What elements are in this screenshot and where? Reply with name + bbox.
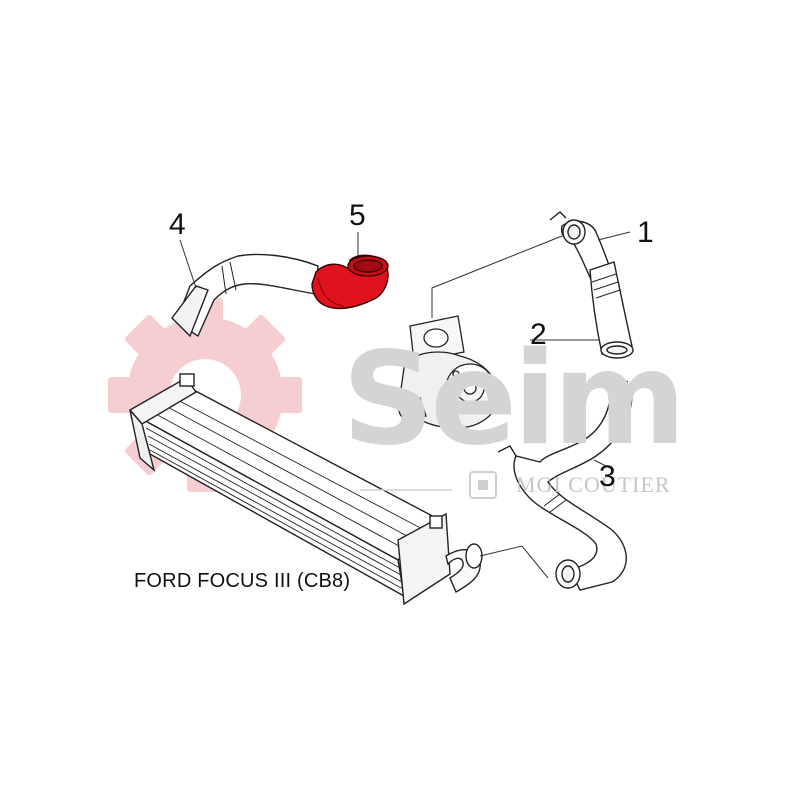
callout-1: 1 [637, 216, 654, 249]
leader-lines [179, 231, 631, 579]
callout-3: 3 [599, 460, 616, 493]
intercooler [128, 373, 483, 606]
callout-2: 2 [530, 318, 547, 351]
watermark-subtitle: MGI COUTIER [516, 472, 671, 497]
hose-5-highlighted [311, 254, 389, 310]
leader-line-1-turbo [431, 235, 563, 318]
vehicle-label: FORD FOCUS III (CB8) [134, 570, 351, 592]
turbocharger [398, 315, 499, 429]
leader-line-4 [179, 239, 197, 289]
callout-4: 4 [169, 208, 186, 241]
watermark-brand: Seim [342, 325, 686, 474]
hose-4 [171, 253, 319, 338]
leader-line-1 [597, 231, 631, 241]
watermark-logo-icon [469, 471, 497, 499]
hose-2 [589, 261, 634, 359]
callout-5: 5 [349, 199, 366, 232]
leader-line-3 [593, 459, 615, 471]
hose-3 [497, 377, 633, 591]
leader-line-3-intercooler [479, 545, 549, 579]
